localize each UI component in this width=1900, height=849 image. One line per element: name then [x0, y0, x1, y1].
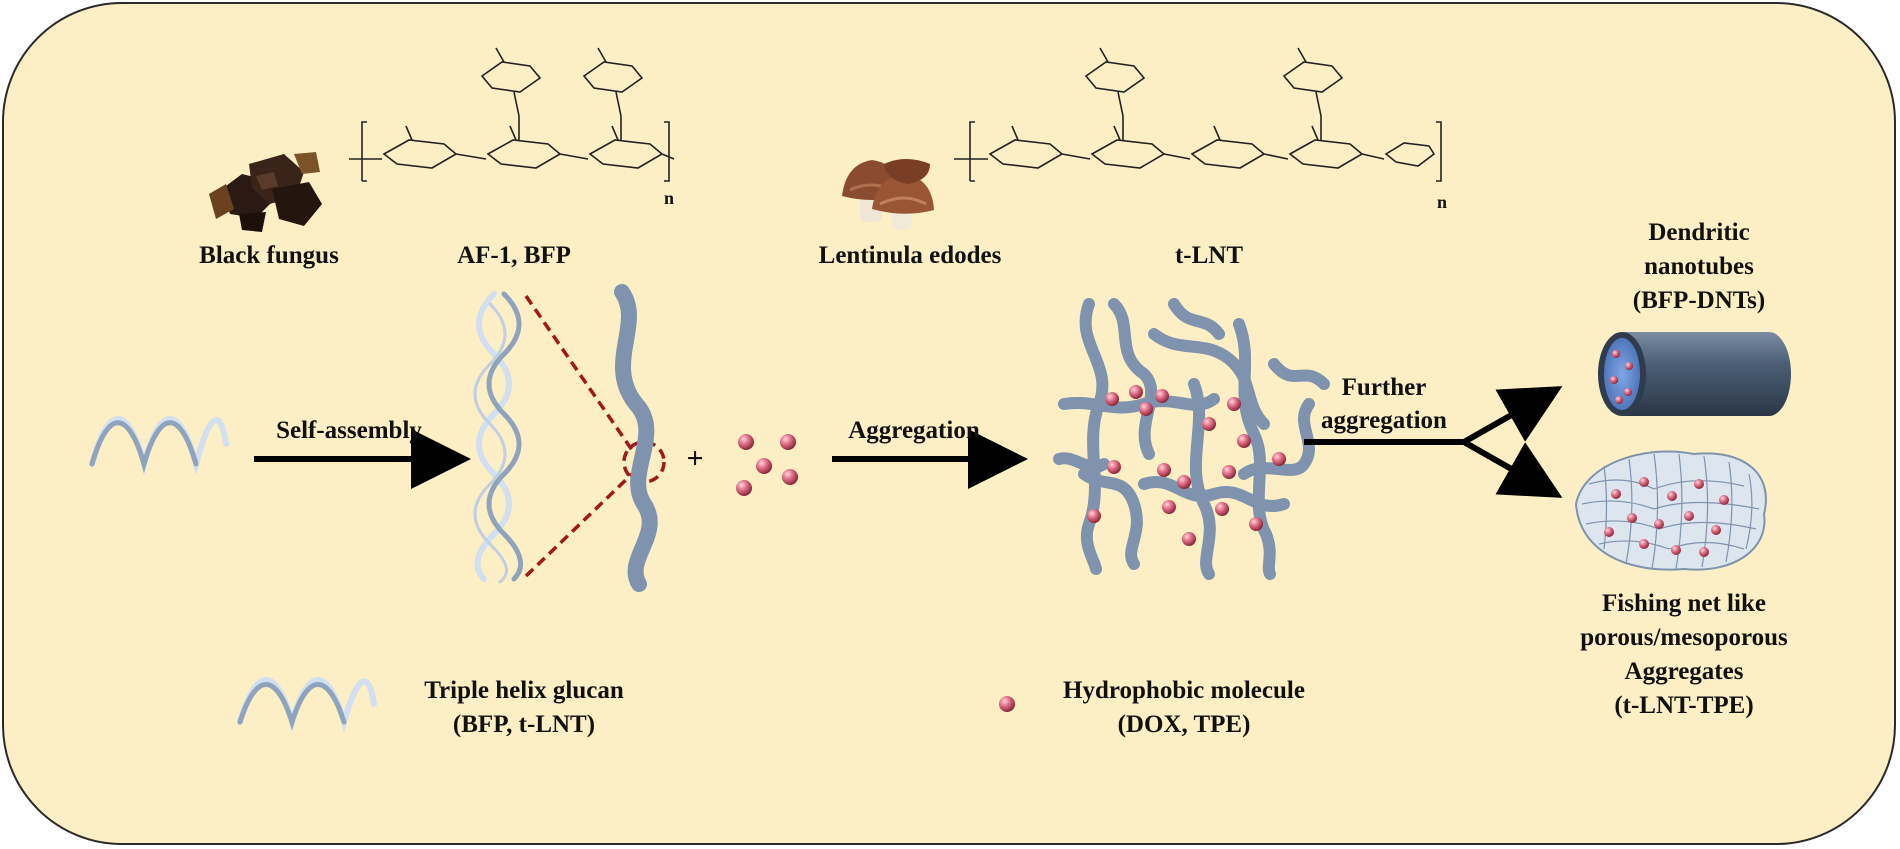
label-black-fungus: Black fungus [199, 242, 339, 269]
label-self-assembly: Self-assembly [276, 417, 422, 444]
triple-helix-icon [89, 416, 229, 476]
diagram-canvas [89, 47, 1791, 733]
label-triple-helix-glucan: Triple helix glucan [424, 677, 624, 704]
shiitake-image [842, 159, 934, 231]
label-lentinula-edodes: Lentinula edodes [818, 242, 1002, 269]
label-tlnt: t-LNT [1174, 242, 1244, 269]
black-fungus-image [209, 152, 322, 232]
label-tlnt-tpe: (t-LNT-TPE) [1614, 692, 1754, 719]
single-glucan-chain [614, 284, 658, 592]
af1-bfp-structure [349, 47, 675, 182]
helix-bundle [473, 291, 524, 584]
label-dox-tpe: (DOX, TPE) [1117, 711, 1251, 738]
tlnt-structure [954, 47, 1442, 182]
label-aggregation: Aggregation [848, 417, 980, 444]
label-dendritic: Dendritic [1648, 219, 1750, 246]
label-hydrophobic-molecule: Hydrophobic molecule [1063, 677, 1305, 704]
legend-molecule-icon [999, 696, 1015, 712]
label-repeat-n-2: n [1436, 192, 1447, 212]
label-bfp-dnts: (BFP-DNTs) [1632, 287, 1766, 314]
label-porous: porous/mesoporous [1580, 624, 1788, 651]
nanotube-image [1598, 332, 1791, 416]
hydrophobic-molecules-cluster [736, 434, 798, 496]
aggregate-molecules [1087, 385, 1286, 546]
label-af1-bfp: AF-1, BFP [457, 242, 571, 269]
label-aggregates: Aggregates [1624, 658, 1744, 685]
fishing-net-image [1574, 450, 1767, 571]
aggregate-network [1053, 298, 1330, 580]
label-aggregation-2: aggregation [1321, 407, 1447, 434]
label-repeat-n-1: n [663, 188, 674, 208]
label-further: Further [1341, 374, 1427, 401]
zoom-cone [524, 295, 666, 578]
label-nanotubes: nanotubes [1644, 253, 1754, 280]
legend-helix-icon [237, 677, 377, 733]
label-fishing-net: Fishing net like [1602, 590, 1766, 617]
label-bfp-tlnt: (BFP, t-LNT) [452, 711, 596, 738]
label-plus: + [686, 442, 704, 475]
further-aggregation-arrows [1304, 386, 1563, 498]
